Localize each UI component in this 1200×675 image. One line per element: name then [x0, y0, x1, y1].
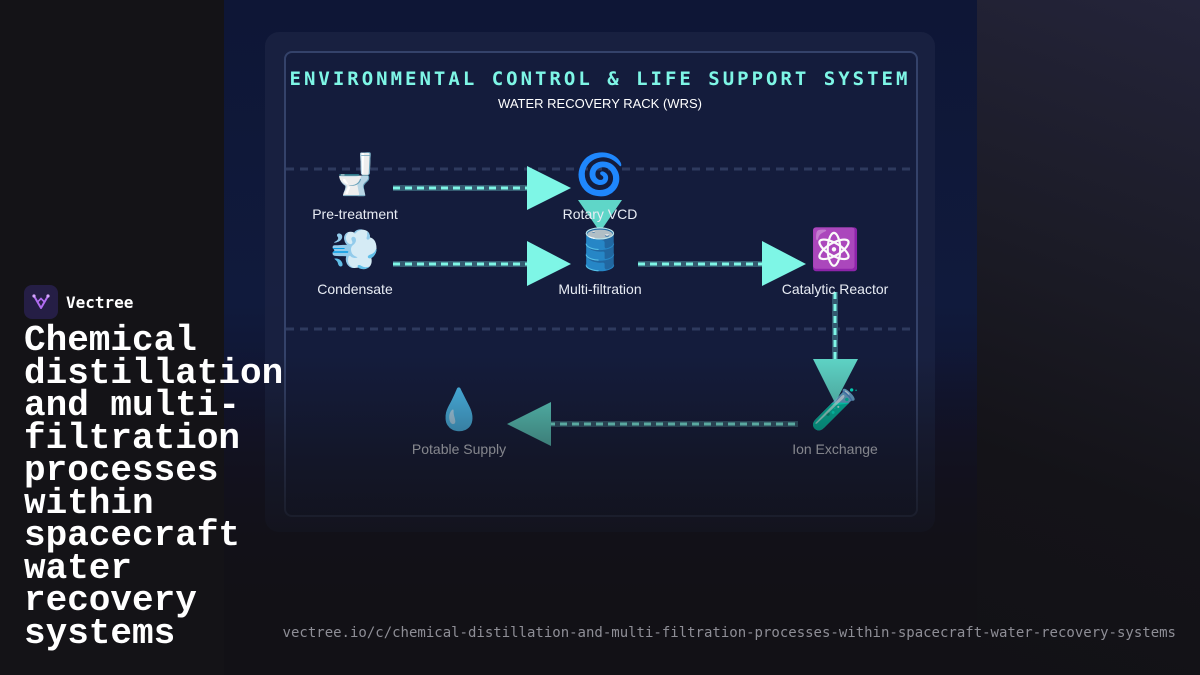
arrow-head: [762, 241, 806, 286]
node-label: Catalytic Reactor: [781, 281, 889, 297]
node-label: Ion Exchange: [792, 441, 878, 457]
test-tube-icon: 🧪: [810, 388, 860, 432]
diagram-subtitle: WATER RECOVERY RACK (WRS): [498, 96, 702, 111]
node-label: Pre-treatment: [312, 206, 398, 222]
barrel-icon: 🛢️: [575, 228, 625, 272]
edge-condensate-filtration: [393, 241, 571, 286]
edge-ionexchange-potable: [507, 402, 798, 446]
node-vcd: 🌀 Rotary VCD: [525, 152, 675, 222]
node-reactor: ⚛️ Catalytic Reactor: [760, 227, 910, 297]
page-headline: Chemical distillation and multi- filtrat…: [24, 320, 284, 654]
edge-filtration-reactor: [638, 241, 806, 286]
arrow-head: [578, 200, 622, 232]
right-background: [977, 0, 1200, 675]
node-potable: 💧 Potable Supply: [384, 387, 534, 457]
cyclone-icon: 🌀: [575, 153, 625, 197]
edge-vcd-filtration: [578, 200, 622, 232]
arrow-head: [527, 241, 571, 286]
droplet-icon: 💧: [434, 388, 484, 432]
arrow-head: [527, 166, 571, 210]
node-condensate: 💨 Condensate: [280, 227, 430, 297]
diagram-title: ENVIRONMENTAL CONTROL & LIFE SUPPORT SYS…: [289, 68, 911, 90]
node-label: Rotary VCD: [562, 206, 638, 222]
source-url[interactable]: vectree.io/c/chemical-distillation-and-m…: [282, 625, 1176, 641]
toilet-icon: 🚽: [330, 153, 380, 197]
node-pretreatment: 🚽 Pre-treatment: [280, 152, 430, 222]
steam-icon: 💨: [330, 228, 380, 272]
node-label: Condensate: [317, 281, 393, 297]
node-label: Potable Supply: [411, 441, 507, 457]
edge-pretreatment-vcd: [393, 166, 571, 210]
node-ionexchange: 🧪 Ion Exchange: [760, 387, 910, 457]
vectree-logo-icon: [24, 285, 58, 319]
node-label: Multi-filtration: [558, 281, 642, 297]
node-filtration: 🛢️ Multi-filtration: [525, 227, 675, 297]
left-background: [0, 0, 224, 675]
brand-name: Vectree: [66, 292, 134, 312]
atom-icon: ⚛️: [810, 228, 860, 272]
brand[interactable]: Vectree: [24, 285, 133, 319]
